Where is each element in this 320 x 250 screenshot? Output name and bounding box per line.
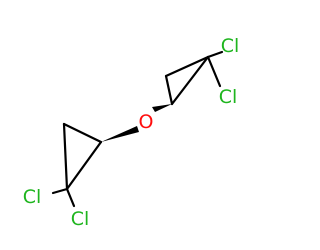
- atom-oxygen: O: [139, 111, 154, 133]
- bond-c-cl-top-1: [206, 50, 224, 59]
- bond-c-cl-top-2: [206, 55, 222, 88]
- bond-ring-top-3: [164, 74, 174, 106]
- wedge-bond-bottom-o: [101, 126, 139, 142]
- bond-ring-bottom-2: [62, 122, 69, 191]
- molecule-diagram: Cl Cl O Cl Cl: [23, 35, 240, 230]
- bond-ring-bottom-3: [62, 122, 103, 144]
- bond-c-cl-bottom-2: [65, 187, 76, 208]
- atom-cl-top-right-1: Cl: [221, 35, 240, 57]
- bond-ring-top-1: [164, 55, 210, 78]
- bond-ring-top-2: [170, 55, 210, 106]
- atom-cl-bottom-left-2: Cl: [71, 208, 90, 230]
- structure-canvas: Cl Cl O Cl Cl: [22, 35, 240, 230]
- atom-cl-top-right-2: Cl: [219, 86, 238, 108]
- bond-ring-bottom-1: [65, 140, 103, 191]
- atom-cl-bottom-left-1: Cl: [23, 186, 42, 208]
- wedge-bond-top-o: [152, 104, 172, 112]
- bond-c-cl-bottom-1: [51, 187, 69, 195]
